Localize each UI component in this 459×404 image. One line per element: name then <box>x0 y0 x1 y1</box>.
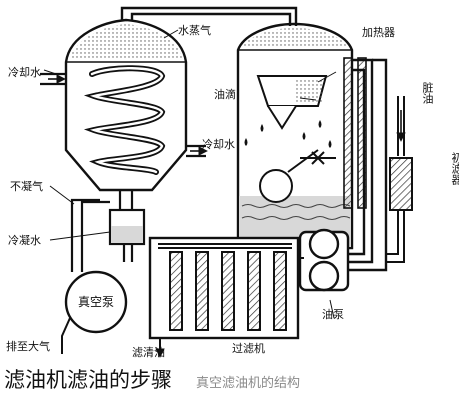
cooling-coil-inner <box>89 67 164 174</box>
label-clean-oil: 滤清油 <box>132 345 165 359</box>
label-condensed-water: 冷凝水 <box>8 233 41 247</box>
filter-header-pipe <box>158 243 304 259</box>
filter-elements <box>169 251 287 331</box>
label-oil-pump: 油泵 <box>322 307 344 321</box>
label-water-vapor: 水蒸气 <box>178 23 211 37</box>
vacuum-pump-exhaust <box>61 317 71 354</box>
label-dirty-oil: 脏油 <box>412 82 434 104</box>
leader-lines <box>43 29 337 319</box>
condensate-outlet <box>108 190 146 262</box>
label-heater: 加热器 <box>362 26 395 39</box>
label-cooling-water-in: 冷却水 <box>8 66 41 79</box>
prefilter <box>386 96 413 263</box>
label-exhaust: 排至大气 <box>6 339 50 353</box>
label-prefilter: 初滤器 <box>430 151 459 186</box>
caption-faint: 真空滤油机的结构 <box>196 376 301 391</box>
evaporator-vessel <box>236 22 354 250</box>
evaporator-dome-dots <box>242 28 348 48</box>
oil-pump <box>298 228 350 292</box>
condensate-tank-liquid <box>111 226 143 243</box>
vacuum-pump <box>64 270 128 334</box>
caption: 滤油机滤油的步骤 <box>4 368 172 392</box>
label-noncondensing-gas: 不凝气 <box>10 179 43 193</box>
label-dirty-oil-text: 脏油 <box>412 82 434 104</box>
label-cooling-water-out: 冷却水 <box>202 138 235 151</box>
label-filter: 过滤机 <box>232 341 265 355</box>
float-ball <box>259 169 293 203</box>
label-vacuum-pump: 真空泵 <box>78 295 114 309</box>
oil-drops <box>244 120 332 148</box>
coil-pipes <box>40 72 206 158</box>
label-prefilter-text: 初滤器 <box>430 151 459 186</box>
condenser-vessel <box>64 18 188 192</box>
vapour-pipe <box>120 6 298 26</box>
condenser-dome-dots <box>70 24 182 58</box>
spray-tray-dots <box>296 80 322 104</box>
oil-wave <box>241 204 351 220</box>
heater <box>343 57 367 209</box>
float-valve <box>287 149 336 173</box>
vacuum-line <box>70 198 110 272</box>
label-oil-drip: 油滴 <box>214 87 236 101</box>
